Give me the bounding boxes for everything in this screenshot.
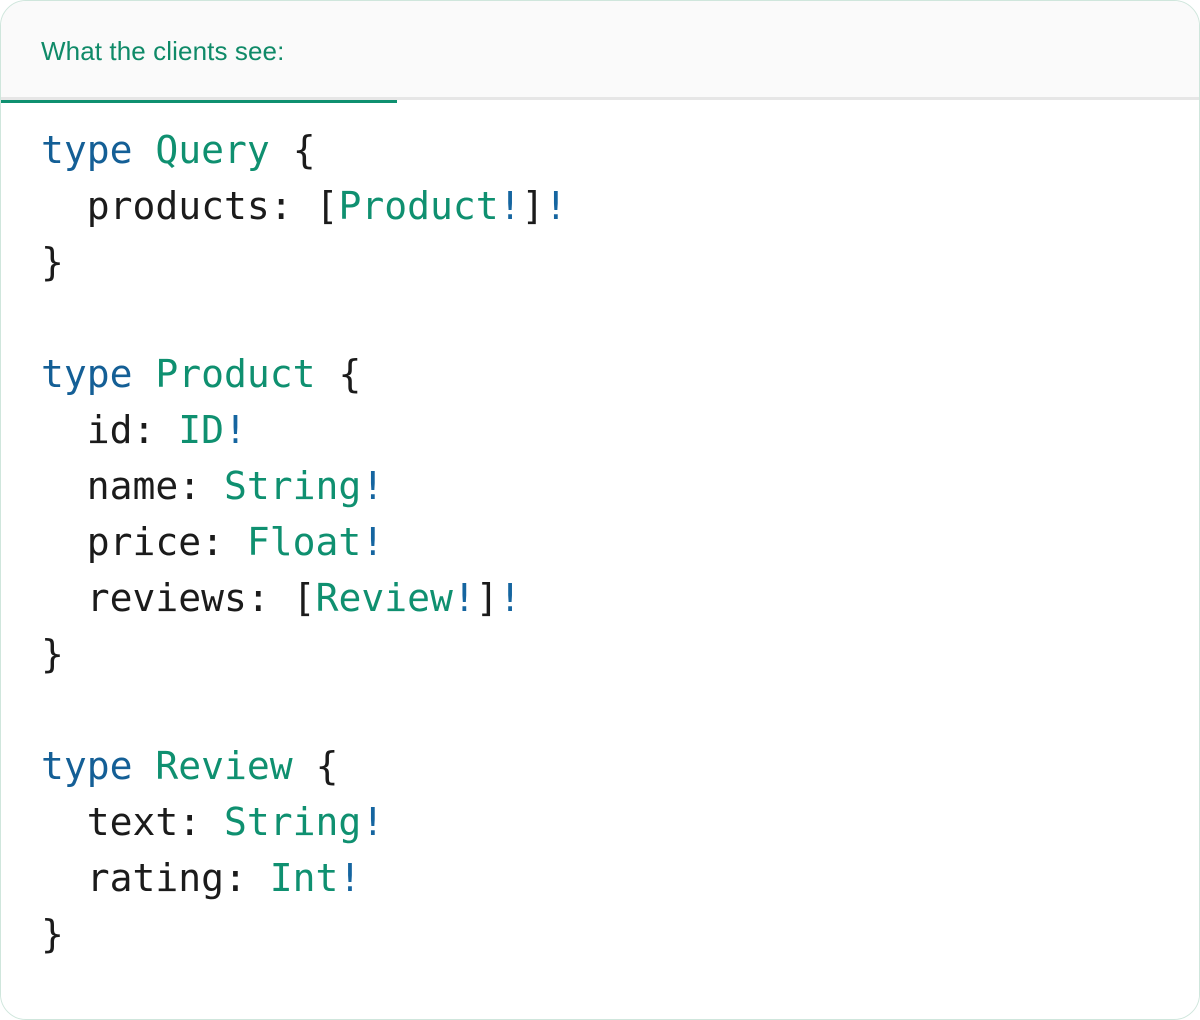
tab-active-underline xyxy=(1,100,397,103)
code-line: price: Float! xyxy=(41,514,1199,570)
code-token-pun: { xyxy=(315,744,339,788)
code-token-pun: } xyxy=(41,240,64,284)
code-token-bang: ! xyxy=(338,856,362,900)
code-token-pun: [ xyxy=(315,184,339,228)
code-line: name: String! xyxy=(41,458,1199,514)
code-token-pun: : xyxy=(178,800,225,844)
code-token-pun xyxy=(133,128,156,172)
code-token-name: id xyxy=(41,408,133,452)
code-line: } xyxy=(41,234,1199,290)
code-token-type: ID xyxy=(178,408,225,452)
code-token-type: Float xyxy=(246,520,362,564)
code-line: reviews: [Review!]! xyxy=(41,570,1199,626)
code-line: products: [Product!]! xyxy=(41,178,1199,234)
code-token-pun: { xyxy=(338,352,362,396)
code-token-pun: : xyxy=(178,464,225,508)
code-token-name: reviews xyxy=(41,576,247,620)
code-token-type: Product xyxy=(155,352,316,396)
code-token-type: Product xyxy=(338,184,499,228)
code-line: rating: Int! xyxy=(41,850,1199,906)
code-token-name: name xyxy=(41,464,179,508)
code-line: } xyxy=(41,626,1199,682)
code-token-bang: ! xyxy=(361,520,385,564)
code-token-pun: : xyxy=(246,576,293,620)
code-token-bang: ! xyxy=(361,464,385,508)
code-token-pun: } xyxy=(41,912,64,956)
code-line xyxy=(41,290,1199,346)
code-token-pun xyxy=(133,744,156,788)
code-line xyxy=(41,682,1199,738)
code-line: type Review { xyxy=(41,738,1199,794)
code-token-pun: ] xyxy=(521,184,545,228)
code-token-bang: ! xyxy=(452,576,476,620)
code-token-pun xyxy=(293,744,316,788)
code-token-pun: } xyxy=(41,632,64,676)
code-token-kw: type xyxy=(41,744,133,788)
code-token-name: text xyxy=(41,800,179,844)
code-token-pun: { xyxy=(292,128,316,172)
code-token-bang: ! xyxy=(498,576,522,620)
code-line: text: String! xyxy=(41,794,1199,850)
code-token-type: Int xyxy=(269,856,339,900)
code-token-pun xyxy=(270,128,293,172)
code-token-type: Review xyxy=(315,576,453,620)
code-token-pun xyxy=(133,352,156,396)
code-token-type: String xyxy=(224,464,362,508)
code-token-type: Review xyxy=(155,744,293,788)
code-token-name: rating xyxy=(41,856,225,900)
code-token-pun: : xyxy=(224,856,270,900)
code-token-type: String xyxy=(224,800,362,844)
code-token-bang: ! xyxy=(498,184,522,228)
code-token-bang: ! xyxy=(361,800,385,844)
code-line: id: ID! xyxy=(41,402,1199,458)
code-token-pun: : xyxy=(201,520,247,564)
code-viewer[interactable]: type Query { products: [Product!]!} type… xyxy=(1,100,1199,1018)
code-token-name: products xyxy=(41,184,270,228)
code-token-name: price xyxy=(41,520,202,564)
code-token-bang: ! xyxy=(544,184,568,228)
code-token-pun xyxy=(316,352,339,396)
tab-bar: What the clients see: xyxy=(1,1,1199,103)
code-token-bang: ! xyxy=(224,408,247,452)
code-token-kw: type xyxy=(41,352,133,396)
code-token-pun: ] xyxy=(475,576,499,620)
code-token-pun: : xyxy=(132,408,179,452)
code-line: type Query { xyxy=(41,122,1199,178)
tab-what-the-clients-see[interactable]: What the clients see: xyxy=(1,1,397,103)
code-token-kw: type xyxy=(41,128,133,172)
graphql-schema-code: type Query { products: [Product!]!} type… xyxy=(1,122,1199,962)
code-line: } xyxy=(41,906,1199,962)
tab-label: What the clients see: xyxy=(41,35,285,66)
code-token-pun: : xyxy=(269,184,316,228)
code-token-pun: [ xyxy=(292,576,316,620)
code-token-type: Query xyxy=(155,128,270,172)
code-line: type Product { xyxy=(41,346,1199,402)
